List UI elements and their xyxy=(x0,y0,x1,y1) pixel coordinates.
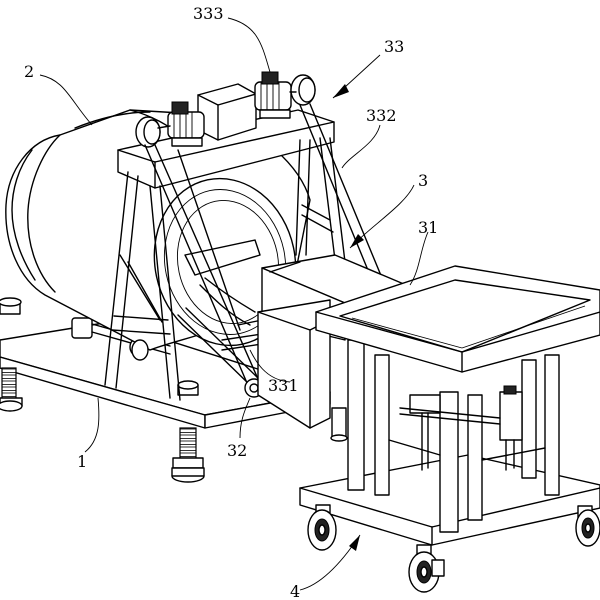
cart xyxy=(299,265,600,593)
motor-right xyxy=(254,71,292,119)
label-332: 332 xyxy=(366,106,397,125)
cart-tray xyxy=(315,265,600,373)
leader-lines xyxy=(39,17,429,591)
reference-labels: 333 33 2 332 3 31 331 32 1 4 xyxy=(24,4,438,600)
leveling-foot-back xyxy=(330,407,348,442)
label-32: 32 xyxy=(227,441,247,460)
pulley-left xyxy=(135,116,171,148)
mixing-drum xyxy=(5,109,311,351)
label-31: 31 xyxy=(418,218,438,237)
cart-legs xyxy=(347,339,560,533)
pulley-right xyxy=(289,74,316,106)
label-333: 333 xyxy=(193,4,224,23)
label-331: 331 xyxy=(268,376,299,395)
leveling-foot-left xyxy=(0,297,23,412)
leveling-foot-front xyxy=(171,380,205,483)
gantry-frame xyxy=(104,109,346,401)
label-33: 33 xyxy=(384,37,404,56)
label-4: 4 xyxy=(290,582,300,600)
label-2: 2 xyxy=(24,62,34,81)
drive-assembly xyxy=(135,71,383,391)
label-1: 1 xyxy=(77,452,87,471)
lift-cylinder xyxy=(399,385,523,471)
caster-wheel-front xyxy=(408,544,445,593)
caster-wheel-right xyxy=(575,505,600,547)
caster-wheel-left xyxy=(307,504,337,551)
motor-left xyxy=(167,101,205,147)
label-3: 3 xyxy=(418,171,428,190)
lower-box xyxy=(257,299,331,429)
